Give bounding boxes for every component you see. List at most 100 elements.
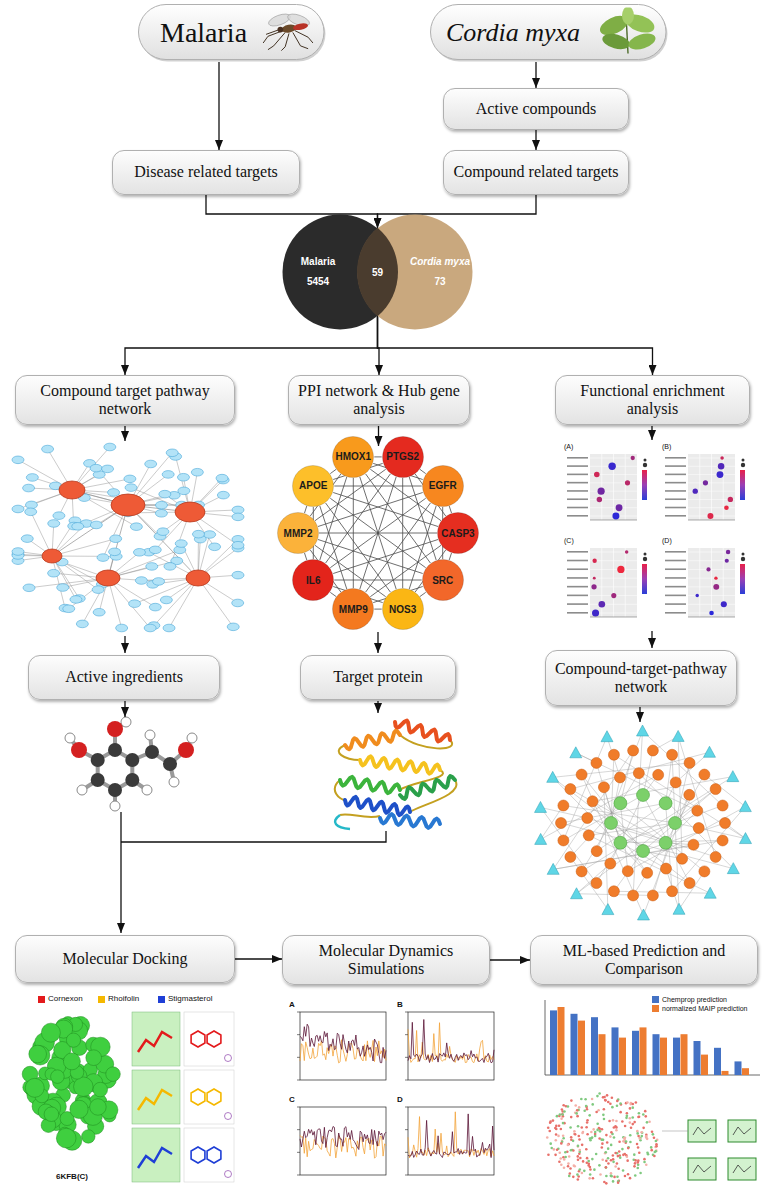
compound-dot bbox=[659, 836, 672, 849]
target-dot bbox=[90, 521, 102, 529]
scatter-dot bbox=[643, 1158, 646, 1161]
enrichment-plots-part bbox=[665, 498, 686, 500]
scatter-dot bbox=[621, 1120, 624, 1123]
scatter-dot bbox=[554, 1139, 557, 1142]
scatter-dot bbox=[580, 1126, 583, 1129]
scatter-dot bbox=[583, 1109, 586, 1112]
flow-arrow-part bbox=[377, 632, 378, 653]
scatter-dot bbox=[603, 1181, 606, 1184]
scatter-dot bbox=[552, 1119, 555, 1122]
dynamics-plots-part bbox=[297, 1152, 300, 1153]
compound-hub bbox=[59, 481, 85, 499]
molecule-illustration-part-part bbox=[65, 733, 75, 743]
leaf-icon bbox=[597, 7, 657, 54]
process-box: ML-based Prediction and Comparison bbox=[530, 935, 758, 985]
target-dot bbox=[110, 535, 122, 543]
target-dot bbox=[558, 835, 569, 846]
scatter-dot bbox=[607, 1157, 610, 1160]
target-dot bbox=[25, 508, 37, 516]
dynamics-plots-part bbox=[405, 1012, 408, 1013]
scatter-dot bbox=[572, 1149, 575, 1152]
enrichment-plots-part bbox=[665, 577, 686, 579]
target-dot bbox=[598, 782, 609, 793]
scatter-dot bbox=[585, 1126, 588, 1129]
target-dot bbox=[108, 489, 120, 497]
prediction-scatter-part bbox=[693, 1127, 711, 1135]
bar bbox=[653, 1034, 660, 1075]
scatter-dot bbox=[610, 1159, 613, 1162]
box-outline bbox=[431, 5, 667, 60]
color-bar bbox=[642, 470, 647, 500]
source-label: Cordia myxa bbox=[446, 19, 580, 48]
bar bbox=[640, 1027, 647, 1075]
target-dot bbox=[667, 886, 678, 897]
target-dot bbox=[76, 620, 88, 628]
enrichment-plots-part bbox=[688, 520, 735, 521]
scatter-dot bbox=[549, 1120, 552, 1123]
scatter-dot bbox=[634, 1162, 637, 1165]
enrichment-plots-part bbox=[711, 454, 712, 520]
pathway-triangle bbox=[547, 863, 559, 874]
ppi-link bbox=[420, 469, 426, 473]
scatter-dot bbox=[578, 1106, 581, 1109]
scatter-dot bbox=[615, 1120, 618, 1123]
gene-circle: SRC bbox=[422, 559, 464, 601]
target-dot bbox=[677, 853, 688, 864]
scatter-dot bbox=[562, 1134, 565, 1137]
pathway-network-illustration-part bbox=[582, 777, 733, 872]
scatter-dot bbox=[578, 1138, 581, 1141]
plot-panel bbox=[590, 548, 637, 617]
enrichment-plots-part bbox=[613, 548, 614, 617]
compound-hub bbox=[111, 494, 145, 516]
scatter-dot bbox=[616, 1100, 619, 1103]
molecule-illustration-part-part bbox=[108, 783, 122, 797]
pathway-network-illustration-part bbox=[570, 752, 709, 789]
pathway-network-illustration-part bbox=[643, 731, 723, 806]
scatter-dot bbox=[590, 1131, 593, 1134]
target-dot bbox=[204, 531, 216, 539]
enrichment-plots bbox=[567, 454, 745, 617]
pathway-network-illustration-part bbox=[577, 789, 716, 894]
target-dot bbox=[57, 584, 69, 592]
scatter-dot bbox=[614, 1165, 617, 1168]
scatter-dot bbox=[653, 1155, 656, 1158]
bar bbox=[673, 1038, 680, 1075]
scatter-dot bbox=[605, 1166, 608, 1169]
target-dot bbox=[558, 800, 569, 811]
gene-circle: IL6 bbox=[292, 559, 334, 601]
enrichment-plots-part bbox=[625, 548, 626, 617]
pathway-network-illustration-part bbox=[561, 823, 733, 869]
structure-ring bbox=[207, 1089, 221, 1105]
box-label: Functional enrichment analysis bbox=[564, 382, 741, 419]
legend-item: Chemprop prediction bbox=[652, 996, 727, 1004]
scatter-dot bbox=[610, 1144, 613, 1147]
target-dot bbox=[72, 523, 84, 531]
scatter-dot bbox=[607, 1162, 610, 1165]
target-dot bbox=[23, 484, 35, 492]
panel-label: (D) bbox=[662, 537, 672, 545]
molecule-illustration-part-part bbox=[71, 742, 87, 758]
enrichment-plots-part bbox=[625, 454, 626, 520]
enrichment-plots-part bbox=[590, 578, 637, 579]
scatter-dot bbox=[567, 1165, 570, 1168]
protein-surface bbox=[70, 1100, 88, 1118]
scatter-dot bbox=[607, 1147, 610, 1150]
scatter-dot bbox=[637, 1146, 640, 1149]
scatter-dot bbox=[636, 1167, 639, 1170]
target-dot bbox=[12, 456, 24, 464]
enrichment-dot bbox=[725, 559, 729, 563]
target-dot bbox=[633, 768, 644, 779]
compound-dot bbox=[637, 789, 650, 802]
enrichment-plots-part bbox=[665, 515, 686, 517]
circle-fill bbox=[358, 215, 473, 330]
process-box: Molecular Dynamics Simulations bbox=[282, 935, 490, 985]
legend-text: normalized MAIP prediction bbox=[662, 1005, 747, 1013]
scatter-dot bbox=[587, 1160, 590, 1163]
scatter-dot bbox=[597, 1109, 600, 1112]
trajectory-line bbox=[300, 1024, 386, 1063]
box-label: Compound related targets bbox=[454, 163, 619, 181]
scatter-dot bbox=[575, 1112, 578, 1115]
pathway-triangle bbox=[637, 725, 649, 736]
scatter-dot bbox=[568, 1175, 571, 1178]
target-dot bbox=[63, 605, 75, 613]
